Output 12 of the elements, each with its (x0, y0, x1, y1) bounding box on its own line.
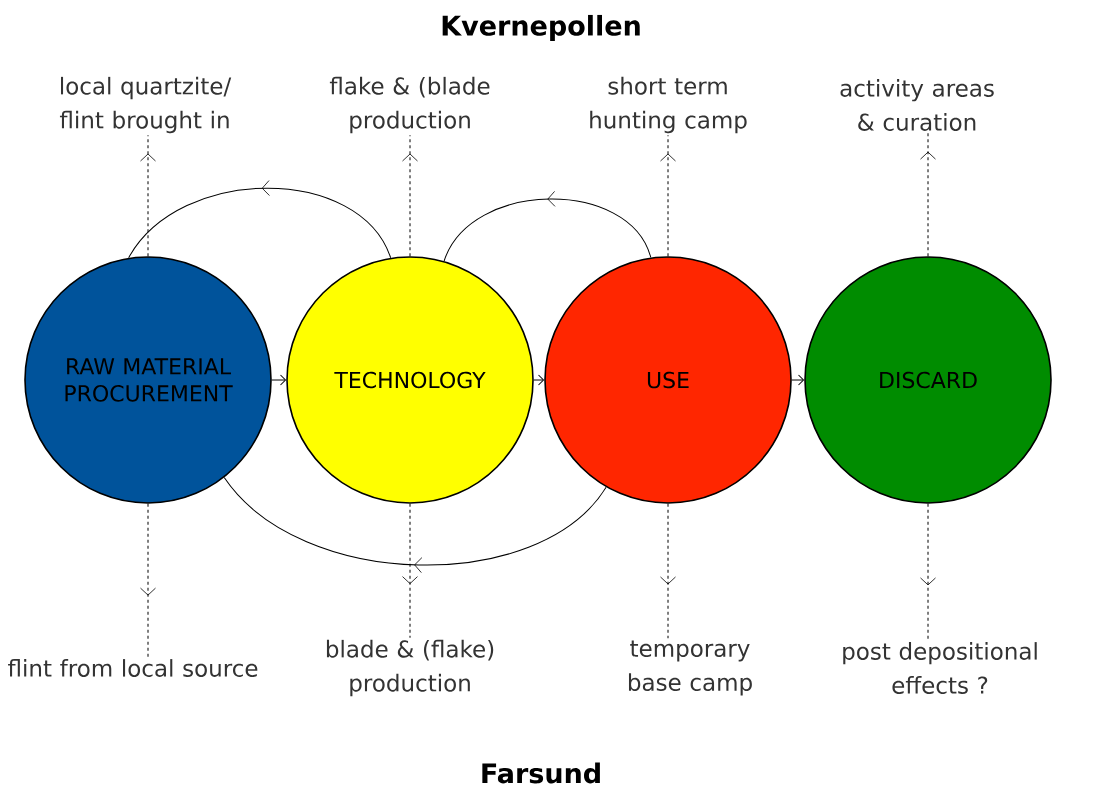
note-text: activity areas & curation (840, 79, 994, 131)
note-text: short term hunting camp (590, 76, 747, 134)
title: Kvernepollen (442, 14, 640, 42)
note-text: blade & (flake) production (326, 639, 494, 697)
note-text: flake & (blade production (329, 76, 490, 134)
arrow (791, 374, 804, 386)
caption: Farsund (482, 762, 600, 784)
note-text: post depositional effects ? (843, 642, 1037, 694)
note-text: temporary base camp (629, 640, 752, 696)
arrow (271, 374, 286, 386)
note-text: flint from local source (8, 659, 258, 677)
note-text: local quartzite/ flint brought in (59, 76, 232, 134)
